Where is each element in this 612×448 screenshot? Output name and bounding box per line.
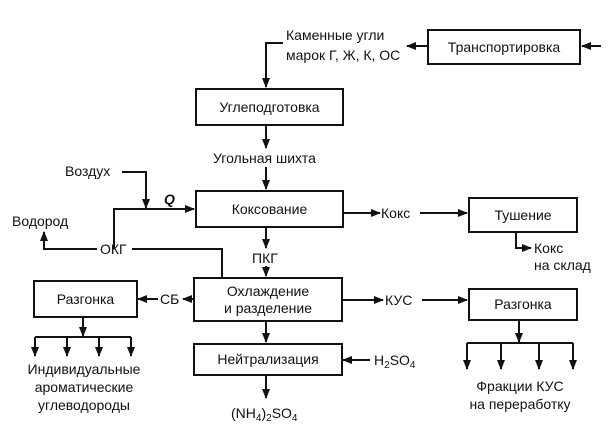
heat-label: Q	[164, 191, 175, 207]
crude-benzene-label: СБ	[160, 291, 180, 307]
ammonium-sulfate-label: (NH4)2SO4	[231, 405, 298, 424]
aromatics-line3: углеводороды	[38, 397, 130, 413]
coal-prep-label: Углеподготовка	[219, 98, 320, 115]
coal-label-line2: марок Г, Ж, К, ОС	[286, 47, 401, 63]
return-gas-label: ОКГ	[100, 241, 127, 257]
coking-box: Коксование	[195, 190, 344, 228]
transport-box: Транспортировка	[427, 29, 581, 65]
sulfuric-acid-label: H2SO4	[374, 352, 416, 371]
coking-label: Коксование	[231, 200, 308, 217]
cooling-label-line1: Охлаждение	[226, 282, 310, 299]
cooling-label-line2: и разделение	[223, 299, 313, 316]
coal-prep-box: Углеподготовка	[195, 88, 344, 126]
hydrogen-label: Водород	[12, 213, 69, 229]
distillation-right-box: Разгонка	[468, 288, 578, 321]
coal-charge-label: Угольная шихта	[213, 150, 316, 166]
arrow-coal-to-prep	[262, 42, 283, 88]
coal-label-line1: Каменные угли	[286, 27, 385, 43]
aromatics-line1: Индивидуальные	[27, 361, 141, 377]
transport-label: Транспортировка	[447, 38, 561, 55]
quenching-box: Тушение	[468, 197, 578, 233]
neutralization-label: Нейтрализация	[217, 351, 319, 367]
distillation-left-box: Разгонка	[33, 280, 138, 318]
arrow-okg-to-hydrogen	[40, 231, 97, 250]
neutralization-box: Нейтрализация	[193, 343, 343, 376]
coke-label: Кокс	[381, 205, 411, 221]
arrow-air	[122, 171, 150, 209]
raw-gas-label: ПКГ	[252, 250, 278, 266]
distillation-right-label: Разгонка	[494, 296, 552, 312]
coke-store-line1: Кокс	[534, 240, 564, 256]
quenching-label: Тушение	[494, 206, 552, 223]
aromatics-line2: ароматические	[34, 379, 134, 395]
tar-fractions-line1: Фракции КУС	[476, 378, 564, 394]
distillation-left-label: Разгонка	[56, 290, 115, 307]
arrow-quench-to-store	[515, 232, 532, 252]
aromatics-label: Индивидуальные ароматические углеводород…	[18, 360, 150, 414]
coal-tar-label: КУС	[385, 292, 413, 308]
air-label: Воздух	[65, 163, 111, 179]
tar-fractions-line2: на переработку	[469, 396, 571, 412]
coke-store-line2: на склад	[534, 257, 591, 273]
line-cooling-to-okg	[132, 248, 223, 277]
tar-fractions-label: Фракции КУС на переработку	[458, 377, 582, 413]
cooling-separation-box: Охлаждение и разделение	[193, 277, 343, 322]
arrow-heat-to-coking	[113, 205, 195, 249]
